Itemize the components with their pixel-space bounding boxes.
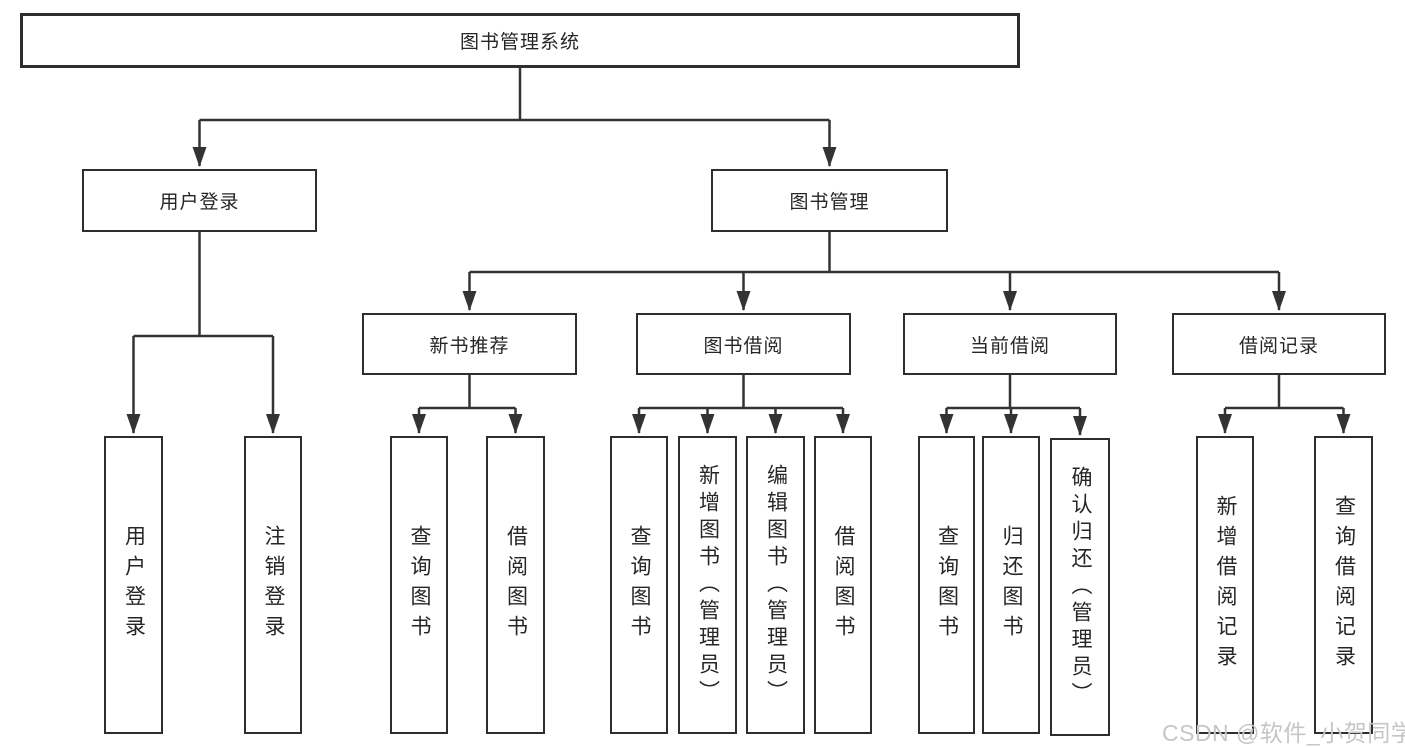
leaf-label: 新增借阅记录 xyxy=(1214,495,1238,675)
leaf-query-books-borrow: 查询图书 xyxy=(610,436,668,734)
node-label: 新书推荐 xyxy=(429,335,510,357)
leaf-edit-book-admin: 编辑图书（管理员） xyxy=(746,436,805,734)
leaf-add-borrow-record: 新增借阅记录 xyxy=(1196,436,1254,734)
leaf-add-book-admin: 新增图书（管理员） xyxy=(678,436,737,734)
leaf-logout: 注销登录 xyxy=(244,436,302,734)
node-book-management: 图书管理 xyxy=(711,169,948,232)
leaf-query-books-current: 查询图书 xyxy=(918,436,975,734)
node-new-book-recommend: 新书推荐 xyxy=(362,313,577,375)
leaf-label: 归还图书 xyxy=(1000,525,1024,645)
leaf-confirm-return-admin: 确认归还（管理员） xyxy=(1050,438,1110,736)
leaf-label: 编辑图书（管理员） xyxy=(764,463,788,707)
leaf-user-login: 用户登录 xyxy=(104,436,163,734)
node-label: 图书借阅 xyxy=(703,335,784,357)
leaf-label: 新增图书（管理员） xyxy=(696,463,720,707)
leaf-label: 注销登录 xyxy=(262,525,286,645)
node-book-borrow: 图书借阅 xyxy=(636,313,851,375)
node-label: 借阅记录 xyxy=(1238,335,1319,357)
leaf-label: 查询图书 xyxy=(628,525,652,645)
leaf-borrow-books-recommend: 借阅图书 xyxy=(486,436,545,734)
node-label: 当前借阅 xyxy=(969,335,1050,357)
node-label: 用户登录 xyxy=(159,192,240,213)
leaf-label: 查询图书 xyxy=(935,525,959,645)
leaf-label: 查询借阅记录 xyxy=(1332,495,1356,675)
leaf-label: 确认归还（管理员） xyxy=(1069,465,1093,709)
node-label: 图书管理系统 xyxy=(459,32,580,53)
leaf-query-books-recommend: 查询图书 xyxy=(390,436,448,734)
leaf-label: 借阅图书 xyxy=(832,525,856,645)
node-borrow-records: 借阅记录 xyxy=(1172,313,1386,375)
leaf-label: 用户登录 xyxy=(122,525,146,645)
leaf-label: 借阅图书 xyxy=(504,525,528,645)
leaf-borrow-books: 借阅图书 xyxy=(814,436,872,734)
leaf-label: 查询图书 xyxy=(408,525,432,645)
node-user-login: 用户登录 xyxy=(82,169,317,232)
node-current-borrow: 当前借阅 xyxy=(903,313,1117,375)
leaf-return-books: 归还图书 xyxy=(982,436,1040,734)
node-label: 图书管理 xyxy=(789,192,870,213)
leaf-query-borrow-record: 查询借阅记录 xyxy=(1314,436,1373,734)
node-library-system: 图书管理系统 xyxy=(20,13,1020,68)
